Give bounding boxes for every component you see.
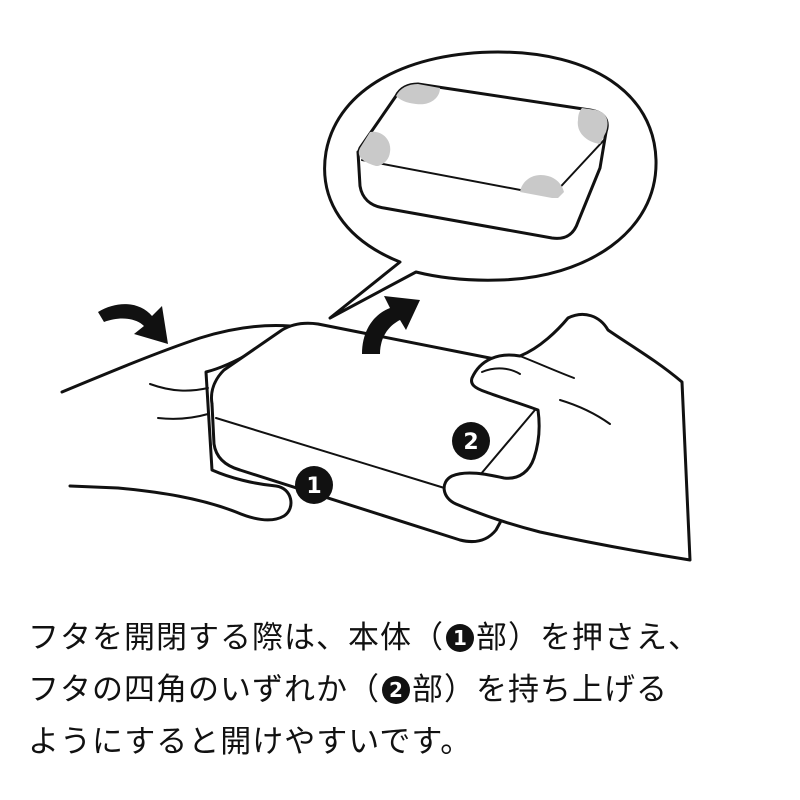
left-hand <box>60 324 293 522</box>
right-hand <box>442 313 692 562</box>
caption-line-1-text-a: フタを開閉する際は、本体（ <box>28 620 444 656</box>
caption-line-1-text-b: 部）を押さえ、 <box>476 620 700 656</box>
caption-line-2-text-a: フタの四角のいずれか（ <box>28 672 380 708</box>
push-arrow-icon <box>98 304 168 344</box>
caption-badge-1: 1 <box>446 624 474 652</box>
lift-arrow-icon <box>362 296 420 354</box>
corner-highlight <box>577 108 608 144</box>
marker-2-label: 2 <box>463 430 478 455</box>
caption-line-3: ようにすると開けやすいです。 <box>28 724 473 760</box>
bubble-box-body <box>356 130 608 240</box>
corner-highlight <box>396 84 440 105</box>
marker-2: 2 <box>452 422 490 460</box>
corner-highlight <box>358 131 391 166</box>
caption-badge-2: 2 <box>382 676 410 704</box>
marker-1: 1 <box>295 466 333 504</box>
corner-highlight <box>520 174 564 198</box>
caption-line-2-text-b: 部）を持ち上げる <box>412 672 668 708</box>
illustration: 1 2 <box>60 50 692 562</box>
marker-1-label: 1 <box>306 474 321 499</box>
